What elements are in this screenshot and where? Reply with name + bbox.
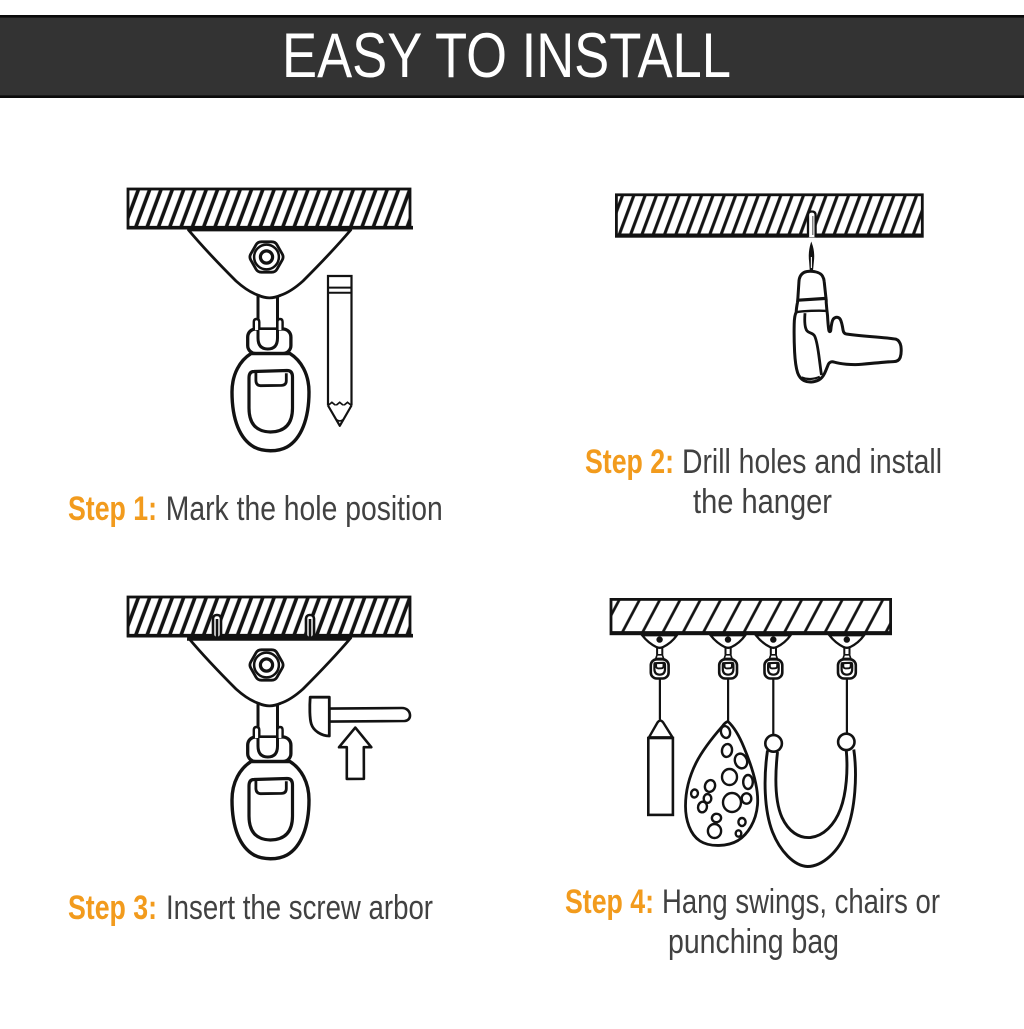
svg-text:punching bag: punching bag bbox=[668, 923, 839, 961]
svg-text:EASY TO INSTALL: EASY TO INSTALL bbox=[282, 21, 731, 91]
svg-text:Mark the hole position: Mark the hole position bbox=[166, 490, 443, 528]
svg-text:Insert the screw arbor: Insert the screw arbor bbox=[166, 889, 433, 927]
svg-text:Step 1:: Step 1: bbox=[68, 490, 157, 528]
svg-text:Hang swings, chairs or: Hang swings, chairs or bbox=[662, 883, 940, 921]
svg-text:Step 4:: Step 4: bbox=[565, 883, 654, 921]
svg-text:Step 2:: Step 2: bbox=[585, 443, 674, 481]
svg-text:Drill holes and install: Drill holes and install bbox=[682, 443, 942, 481]
svg-text:Step 3:: Step 3: bbox=[68, 889, 157, 927]
svg-text:the hanger: the hanger bbox=[693, 483, 832, 521]
